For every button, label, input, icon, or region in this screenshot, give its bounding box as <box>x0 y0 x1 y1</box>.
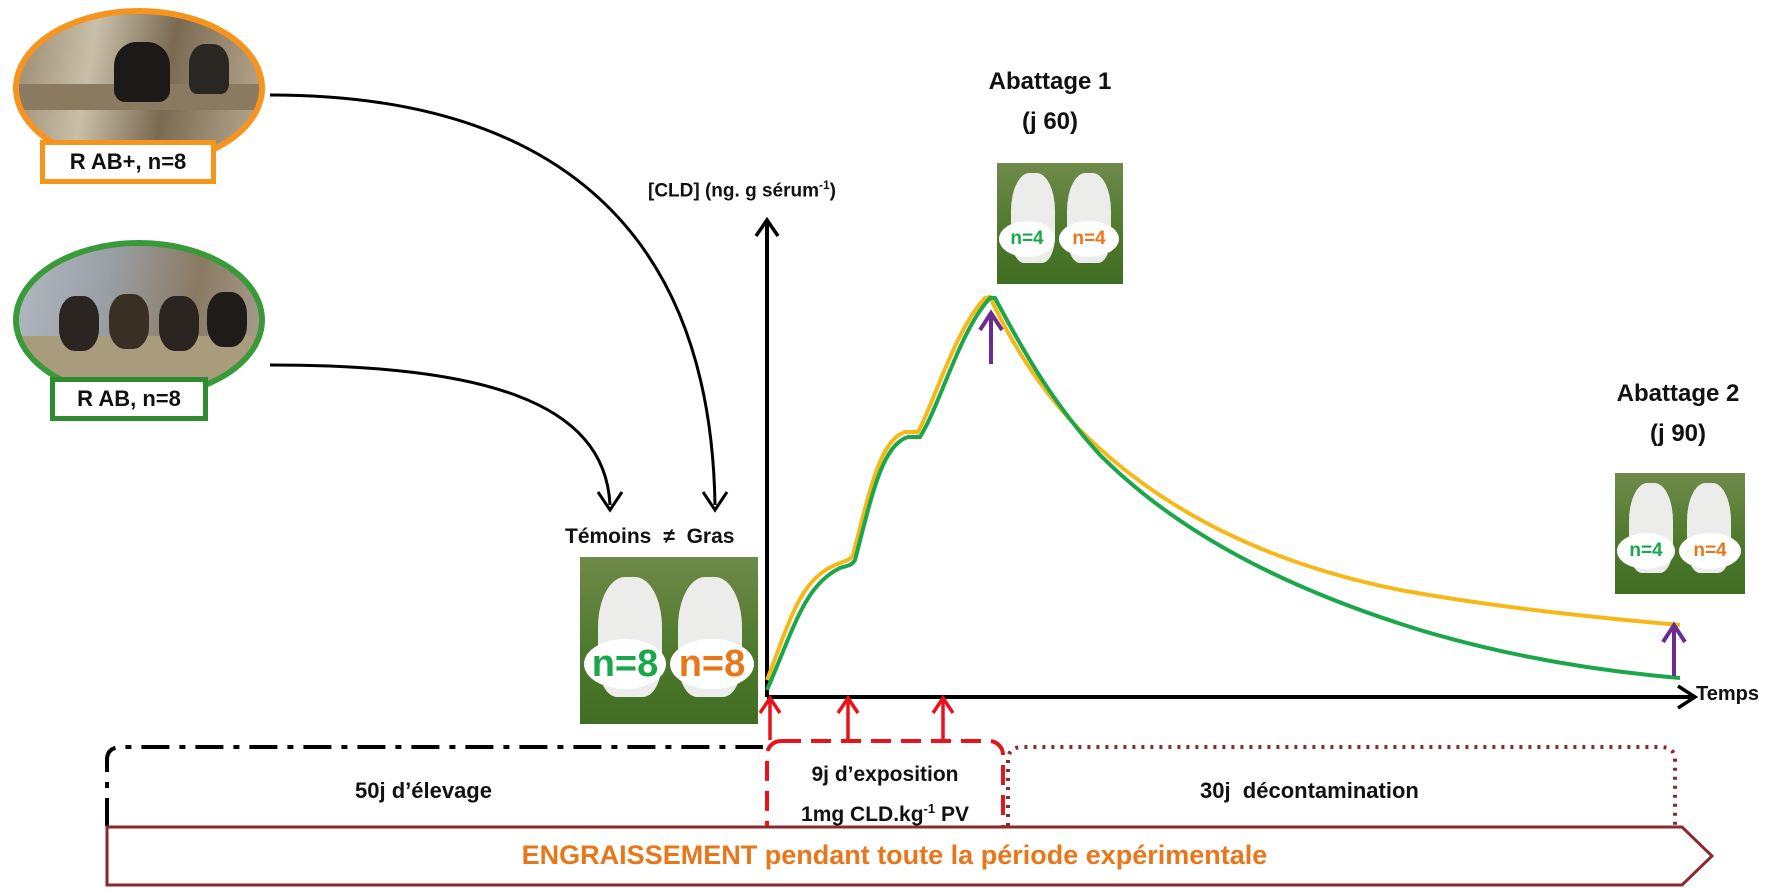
tag-ab-plus-label: R AB+, n=8 <box>69 149 187 174</box>
start-n-orange: n=8 <box>670 639 754 689</box>
slaughter2-arrow <box>1661 621 1687 676</box>
phase-exposure-line1: 9j d’exposition <box>811 763 959 786</box>
tag-ab: R AB, n=8 <box>50 377 208 421</box>
goat-silhouette <box>189 44 229 94</box>
curve-ab-plus <box>765 294 1681 681</box>
slaughter2-n-green: n=4 <box>1617 533 1675 569</box>
y-axis <box>754 216 780 697</box>
tag-ab-plus: R AB+, n=8 <box>40 140 216 184</box>
label-temoins: Témoins <box>565 525 652 548</box>
goat-silhouette <box>109 294 149 349</box>
phase-decontamination-label: 30j décontamination <box>1200 778 1419 803</box>
dose-arrow-1 <box>758 694 782 740</box>
phase-box-rearing <box>105 745 763 826</box>
phase-exposure-line2: 1mg CLD.kg-1 PV <box>801 801 969 826</box>
start-panel-label: Témoins ≠ Gras <box>565 525 734 549</box>
label-different: ≠ <box>663 525 675 548</box>
dose-arrow-2 <box>836 694 860 740</box>
label-gras: Gras <box>686 525 735 548</box>
x-axis-label: Temps <box>1696 683 1759 705</box>
slaughter1-day: (j 60) <box>1021 108 1078 135</box>
slaughter2-n-orange: n=4 <box>1679 533 1741 569</box>
curve-ab <box>765 296 1681 691</box>
banner-arrow <box>105 825 1715 887</box>
start-n-green: n=8 <box>584 639 666 689</box>
dose-arrow-3 <box>931 694 955 740</box>
goat-silhouette <box>159 296 199 351</box>
slaughter1-arrow <box>978 309 1004 364</box>
phase-rearing-label: 50j d’élevage <box>355 778 492 803</box>
goat-silhouette <box>59 296 99 351</box>
arrow-ab-plus-to-gras <box>269 93 717 506</box>
goat-silhouette <box>207 292 247 347</box>
phase-exposure-label: 9j d’exposition 1mg CLD.kg-1 PV <box>770 758 1000 832</box>
photo-ab <box>13 240 265 400</box>
slaughter1-goat-photo: n=4 n=4 <box>997 163 1123 284</box>
slaughter1-title: Abattage 1 <box>988 68 1112 95</box>
banner-label: ENGRAISSEMENT pendant toute la période e… <box>521 840 1268 870</box>
tag-ab-label: R AB, n=8 <box>77 386 181 411</box>
start-goat-photo: n=8 n=8 <box>580 557 758 724</box>
slaughter2-goat-photo: n=4 n=4 <box>1615 473 1745 594</box>
slaughter1-n-green: n=4 <box>999 221 1055 257</box>
goat-silhouette <box>114 42 170 102</box>
phase-box-decontamination <box>1006 745 1677 826</box>
slaughter1-n-orange: n=4 <box>1059 221 1119 257</box>
y-axis-label: [CLD] (ng. g sérum-1) <box>648 178 836 202</box>
x-axis <box>767 684 1699 710</box>
slaughter2-title: Abattage 2 <box>1616 380 1740 407</box>
arrow-ab-to-temoins <box>269 363 612 506</box>
slaughter2-day: (j 90) <box>1649 420 1706 447</box>
